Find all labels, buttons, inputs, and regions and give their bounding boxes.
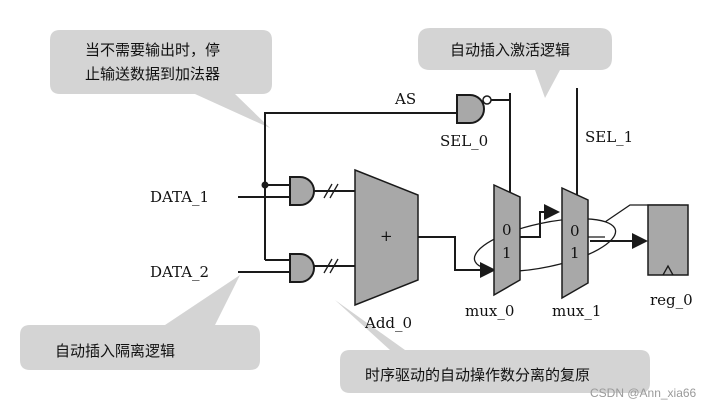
register-reg0: [647, 204, 689, 276]
callout-auto-activation: 自动插入激活逻辑: [418, 28, 612, 98]
signal-sel1-label: SEL_1: [585, 128, 633, 146]
callout-stop-adder: 当不需要输出时，停 止输送数据到加法器: [50, 30, 272, 128]
wire-as: [264, 112, 457, 260]
and-gate-2: [289, 253, 315, 283]
signal-sel0-label: SEL_0: [440, 132, 488, 150]
watermark: CSDN @Ann_xia66: [590, 386, 697, 400]
adder-name-label: Add_0: [364, 314, 412, 332]
wire-adder-mux0: [418, 236, 496, 278]
mux0-name-label: mux_0: [465, 302, 514, 320]
callout-auto-activation-text: 自动插入激活逻辑: [450, 41, 570, 59]
mux-0: 0 1: [493, 183, 521, 297]
callout-timing-restore: 时序驱动的自动操作数分离的复原: [335, 300, 650, 393]
adder-block: +: [354, 168, 419, 307]
callout-stop-adder-line1: 当不需要输出时，停: [85, 41, 220, 59]
mux0-input-1: 1: [502, 244, 512, 262]
signal-data2-label: DATA_2: [150, 263, 209, 281]
reg0-name-label: reg_0: [650, 291, 693, 309]
mux1-input-0: 0: [570, 222, 580, 240]
callout-auto-isolation: 自动插入隔离逻辑: [20, 275, 260, 370]
signal-data1-label: DATA_1: [150, 188, 209, 206]
mux-1: 0 1: [561, 186, 589, 300]
signal-as-label: AS: [394, 90, 416, 108]
adder-symbol: +: [380, 227, 393, 245]
junction-dot: [261, 181, 269, 189]
mux0-input-0: 0: [502, 221, 512, 239]
mux1-input-1: 1: [570, 244, 580, 262]
wire-mux0-mux1: [520, 204, 560, 238]
callout-stop-adder-line2: 止输送数据到加法器: [85, 65, 220, 83]
and-gate-1: [289, 176, 315, 206]
and-gate-activation: [456, 94, 492, 124]
highlight-ellipse: [473, 218, 617, 272]
callout-timing-restore-text: 时序驱动的自动操作数分离的复原: [365, 366, 590, 384]
callout-auto-isolation-text: 自动插入隔离逻辑: [55, 342, 175, 360]
mux1-name-label: mux_1: [552, 302, 601, 320]
